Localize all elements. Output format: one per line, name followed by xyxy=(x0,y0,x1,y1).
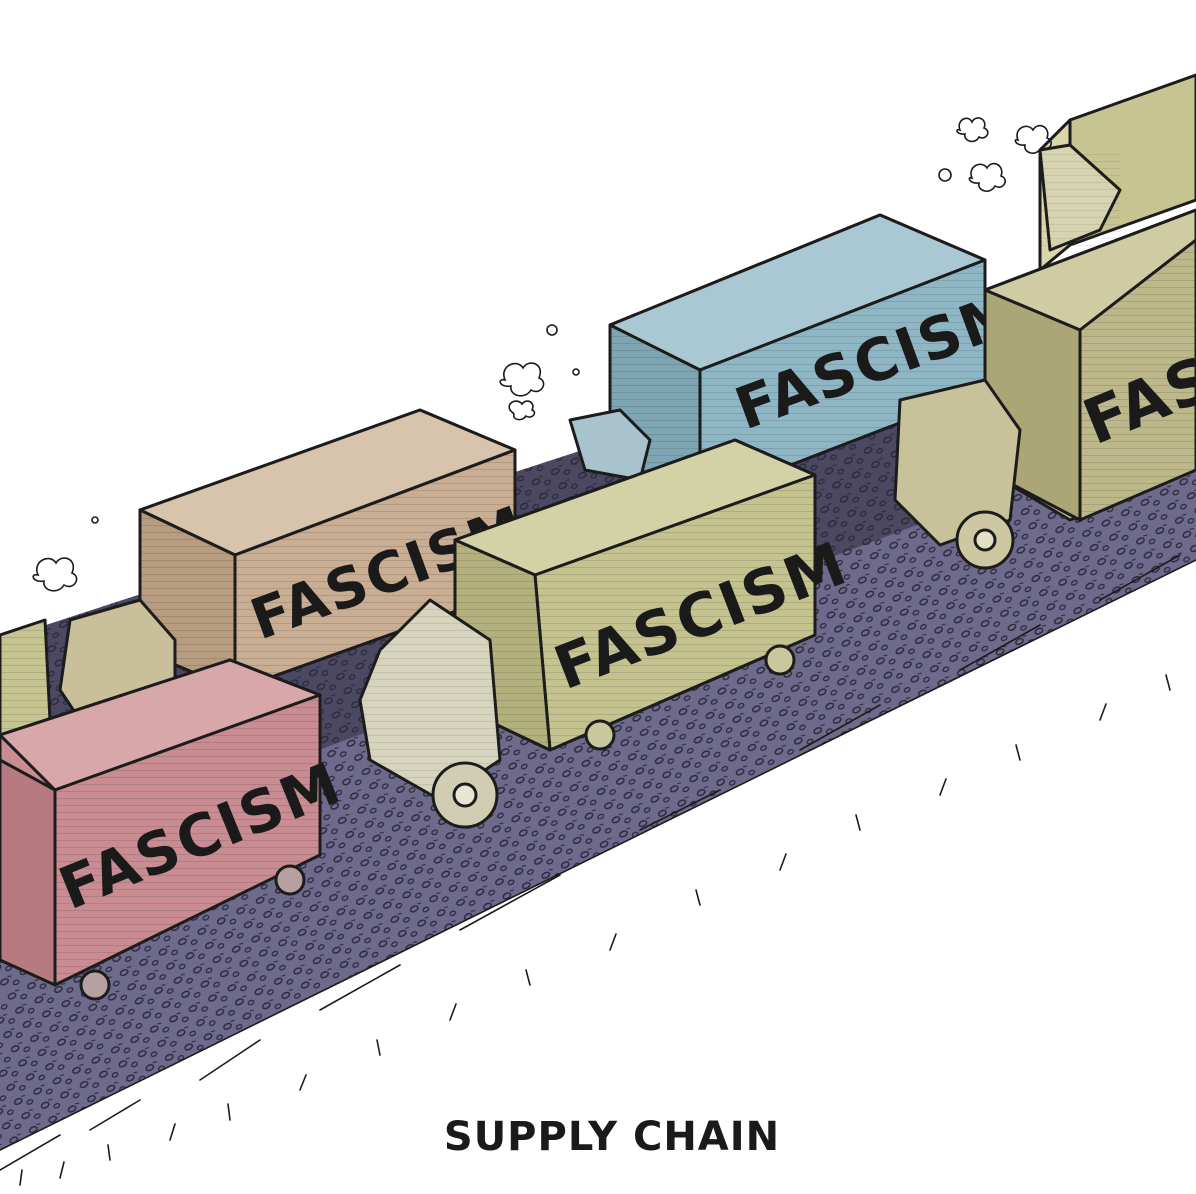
truck-pink: FASCISM xyxy=(0,658,351,1001)
truck-blue: FASCISM xyxy=(568,213,1029,502)
exhaust-puffs xyxy=(32,117,1052,592)
truck-olive-left-partial xyxy=(0,618,52,742)
truck-far-back xyxy=(1038,73,1196,272)
truck-olive-right: FAS xyxy=(893,208,1196,570)
cartoon-caption: SUPPLY CHAIN xyxy=(444,1114,780,1160)
